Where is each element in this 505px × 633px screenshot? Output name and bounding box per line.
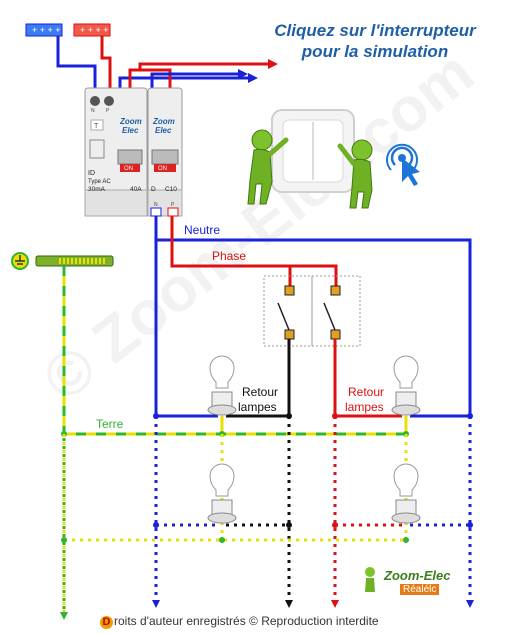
label-retour-left-1: Retour <box>242 385 278 399</box>
click-pointer-icon <box>386 143 420 186</box>
logo-sub: Réalélc <box>400 584 440 595</box>
id-brand-1: Zoom <box>119 117 142 126</box>
title-line-2: pour la simulation <box>301 42 449 61</box>
neutral-feed-wire <box>56 36 97 92</box>
d-term-n: N <box>154 202 158 208</box>
switch-schematic[interactable] <box>263 275 361 347</box>
arrow-down-icons <box>60 600 474 620</box>
title-line-1: Cliquez sur l'interrupteur <box>274 21 476 40</box>
phase-bridge-wire <box>128 68 172 92</box>
neutral-wire <box>154 216 472 418</box>
id-sensitivity: 30mA <box>88 186 106 193</box>
id-rating: 40A <box>130 186 142 193</box>
label-neutre: Neutre <box>184 223 220 237</box>
id-test-button[interactable]: T <box>94 123 99 130</box>
lamp-icon <box>391 463 421 524</box>
footer-text: roits d'auteur enregistrés © Reproductio… <box>114 614 379 628</box>
phase-feed-wire <box>100 36 112 92</box>
neutral-out-wire <box>118 76 250 92</box>
green-figure-left-icon <box>247 129 289 205</box>
d-on-indicator: ON <box>158 166 167 172</box>
footer-badge: D <box>100 616 113 629</box>
d-brand-1: Zoom <box>152 117 175 126</box>
phase-busbar <box>73 23 111 37</box>
d-brand-2: Elec <box>155 126 172 135</box>
differential-breaker[interactable] <box>84 87 148 217</box>
label-retour-left-2: lampes <box>238 400 277 414</box>
circuit-breaker-c10[interactable] <box>147 87 183 217</box>
phase-out-wire <box>138 62 270 70</box>
d-rating: C10 <box>165 186 177 193</box>
earth-ground-icon <box>11 252 29 270</box>
lamp-icon <box>391 355 421 416</box>
id-type: Type AC <box>88 179 111 185</box>
d-code: D <box>151 186 156 193</box>
neutral-busbar <box>25 23 63 37</box>
label-retour-right-2: lampes <box>345 400 384 414</box>
label-terre: Terre <box>96 417 124 431</box>
lamp-icon <box>207 463 237 524</box>
id-term-p: P <box>106 108 110 114</box>
logo-name: Zoom-Elec <box>384 568 451 583</box>
svg-text:+ + + +: + + + + <box>32 25 61 35</box>
phase-out-arrow <box>268 59 278 69</box>
id-term-n: N <box>91 108 95 114</box>
dotted-extensions <box>62 416 472 612</box>
earth-busbar <box>35 255 114 267</box>
label-retour-right-1: Retour <box>348 385 384 399</box>
page-title: Cliquez sur l'interrupteur pour la simul… <box>250 20 500 62</box>
id-code: ID <box>88 170 95 177</box>
svg-text:+ + + +: + + + + <box>80 25 109 35</box>
d-term-p: P <box>171 202 175 208</box>
label-phase: Phase <box>212 249 246 263</box>
neutral-out-arrow <box>248 73 258 83</box>
green-figure-right-icon <box>337 139 373 209</box>
lamp-icon <box>207 355 237 416</box>
id-on-indicator: ON <box>124 166 133 172</box>
id-brand-2: Elec <box>122 126 139 135</box>
zoom-elec-logo-icon <box>365 567 375 592</box>
